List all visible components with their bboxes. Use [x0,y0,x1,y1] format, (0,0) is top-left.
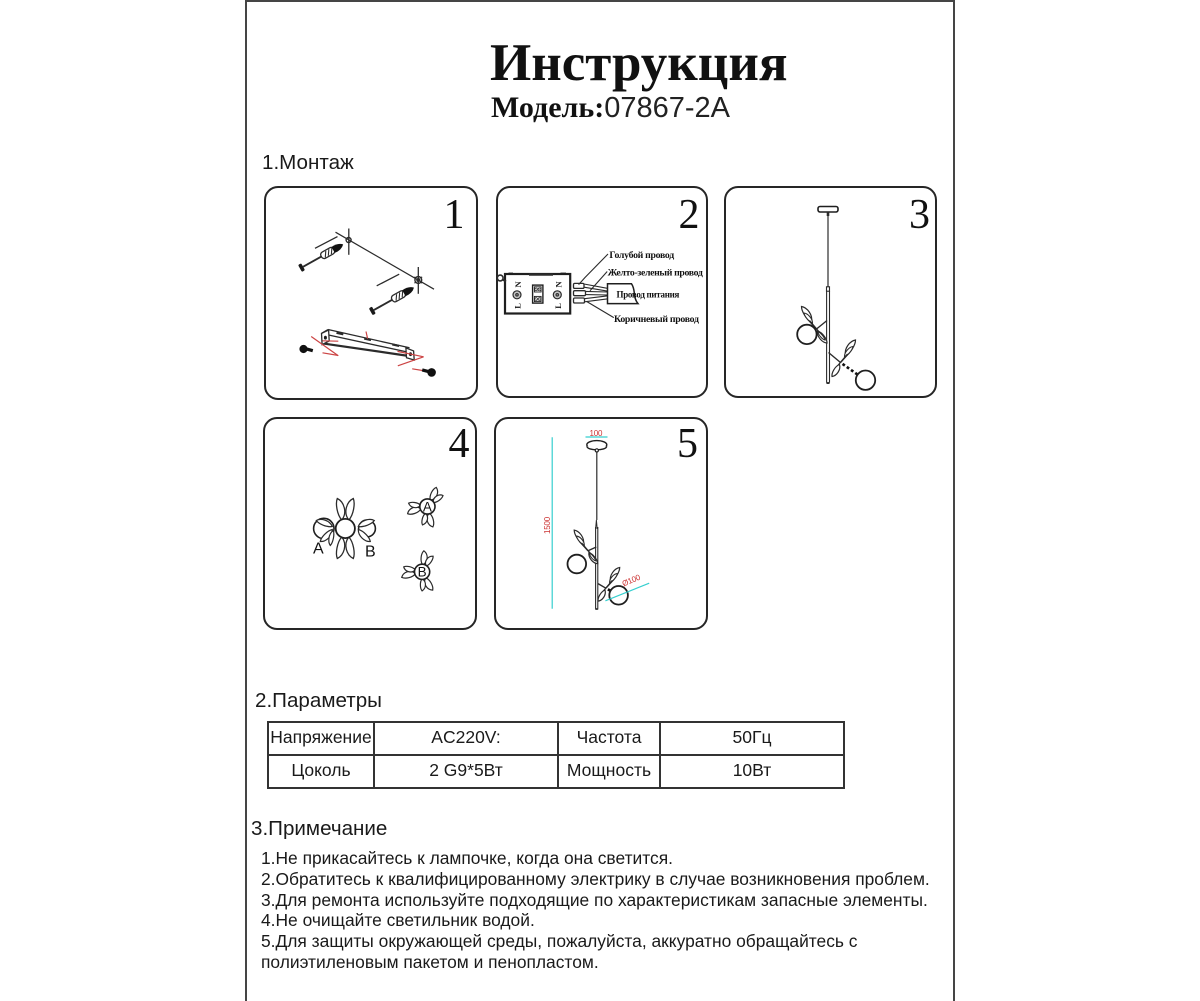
svg-text:N: N [554,280,564,287]
svg-text:L: L [513,303,523,309]
svg-text:A: A [313,541,324,558]
svg-text:B: B [418,565,427,580]
svg-text:N: N [513,280,523,287]
svg-text:L: L [553,303,563,309]
svg-text:Голубой провод: Голубой провод [609,250,674,261]
svg-text:1500: 1500 [543,516,552,534]
svg-text:B: B [365,544,376,561]
svg-text:A: A [423,499,432,514]
svg-text:Ø100: Ø100 [621,572,642,588]
svg-text:Желто-зеленый провод: Желто-зеленый провод [608,267,703,278]
svg-text:Провод питания: Провод питания [617,289,680,299]
svg-text:Коричневый провод: Коричневый провод [614,314,699,325]
